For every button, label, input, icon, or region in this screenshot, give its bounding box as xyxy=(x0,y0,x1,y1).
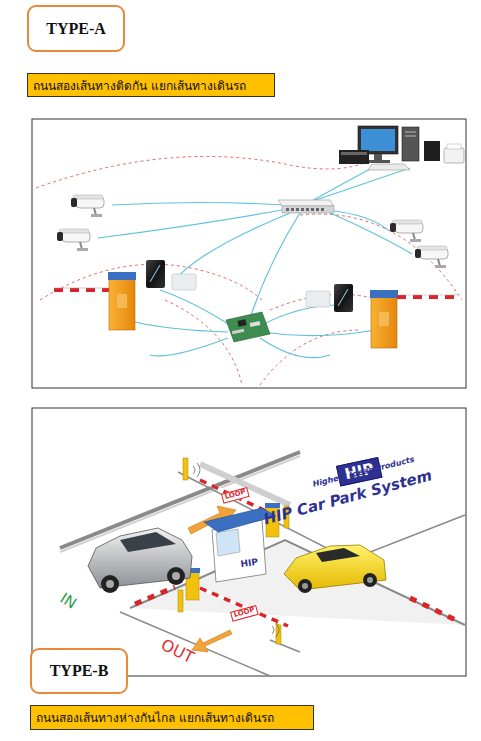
direction-arrow xyxy=(192,630,232,652)
silver-car xyxy=(88,528,192,593)
camera xyxy=(71,195,104,217)
type-title: TYPE-A xyxy=(46,20,106,38)
access-card xyxy=(306,291,330,307)
panel-frame xyxy=(32,408,466,676)
coverage-arcs xyxy=(36,156,462,385)
caption-band: ถนนสองเส้นทางติดกัน แยกเส้นทางเดินรถ xyxy=(27,73,275,97)
caption-text: ถนนสองเส้นทางติดกัน แยกเส้นทางเดินรถ xyxy=(33,76,246,95)
access-card xyxy=(172,274,196,290)
network-switch xyxy=(278,200,334,213)
barrier-arm xyxy=(200,480,268,512)
panel-frame xyxy=(32,119,466,388)
barrier-gate xyxy=(108,272,136,330)
type-heading: TYPE-B xyxy=(30,648,128,694)
barrier-arm xyxy=(200,588,288,626)
controller-board xyxy=(226,312,270,342)
camera xyxy=(57,229,90,251)
post xyxy=(178,458,289,644)
yellow-car xyxy=(284,545,386,593)
card-reader xyxy=(334,284,353,312)
computer-set xyxy=(339,126,464,170)
caption-band: ถนนสองเส้นทางห่างกันไกล แยกเส้นทางเดินรถ xyxy=(30,705,314,730)
barrier-arm xyxy=(397,295,460,297)
barrier-gate xyxy=(370,290,398,348)
card-reader xyxy=(146,260,165,288)
sensor-waves xyxy=(193,463,279,637)
network-cables xyxy=(98,168,412,358)
camera xyxy=(390,220,423,242)
camera xyxy=(415,246,448,268)
type-title: TYPE-B xyxy=(50,662,109,680)
caption-text: ถนนสองเส้นทางห่างกันไกล แยกเส้นทางเดินรถ xyxy=(36,708,274,727)
type-heading: TYPE-A xyxy=(27,5,125,52)
barrier-arm xyxy=(54,288,110,290)
road-layout xyxy=(60,452,465,676)
